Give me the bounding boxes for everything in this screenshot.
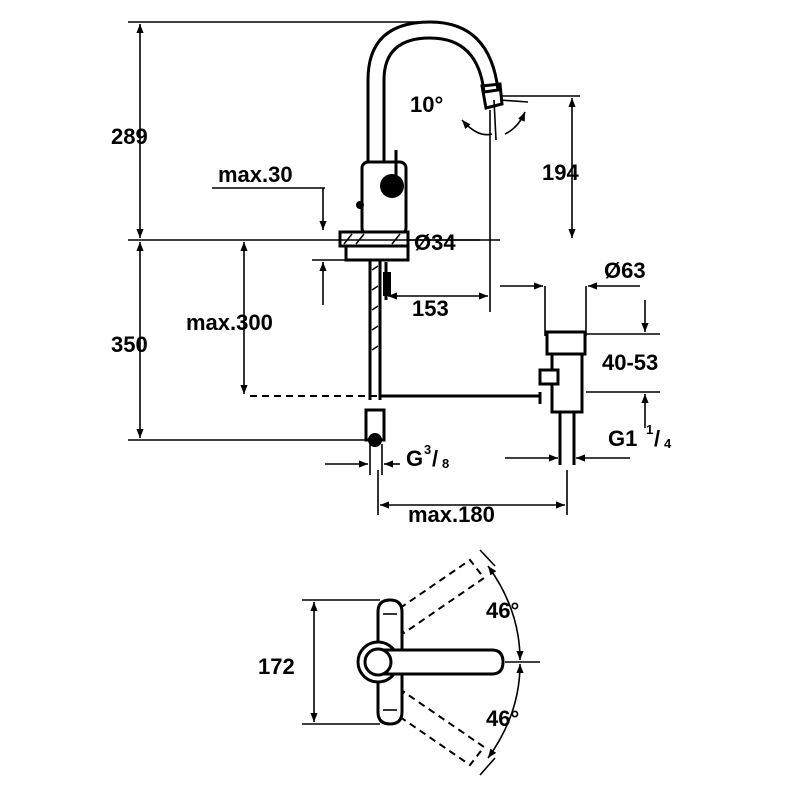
g38-denominator-label: 8: [442, 456, 449, 471]
faucet-top-view: [356, 558, 505, 767]
dim-350-label: 350: [111, 332, 148, 357]
angle-46-bottom-label: 46°: [486, 706, 519, 731]
dim-153-label: 153: [412, 296, 449, 321]
dim-max30-label: max.30: [218, 162, 293, 187]
angle-46-top-label: 46°: [486, 598, 519, 623]
dimension-labels: 289 194 350 max.30 max.300 max.180 153 1…: [111, 92, 672, 731]
g114-numerator-label: 1: [646, 422, 653, 437]
g38-letter-label: G: [406, 446, 423, 471]
faucet-side-view: [250, 20, 587, 465]
dia-34-label: Ø34: [414, 230, 456, 255]
g114-denominator-label: 4: [664, 436, 672, 451]
dim-194-label: 194: [542, 160, 579, 185]
dim-289-label: 289: [111, 124, 148, 149]
g114-slash: /: [654, 426, 660, 451]
g38-slash: /: [432, 446, 438, 471]
dia-63-label: Ø63: [604, 258, 646, 283]
g38-numerator-label: 3: [424, 442, 431, 457]
dim-max300-label: max.300: [186, 310, 273, 335]
angle-10-label: 10°: [410, 92, 443, 117]
dimension-lines: [128, 21, 660, 515]
dim-max180-label: max.180: [408, 502, 495, 527]
dim-172-label: 172: [258, 654, 295, 679]
g114-prefix-label: G1: [608, 426, 637, 451]
top-view-dimensions: [302, 549, 540, 776]
range-40-53-label: 40-53: [602, 350, 658, 375]
